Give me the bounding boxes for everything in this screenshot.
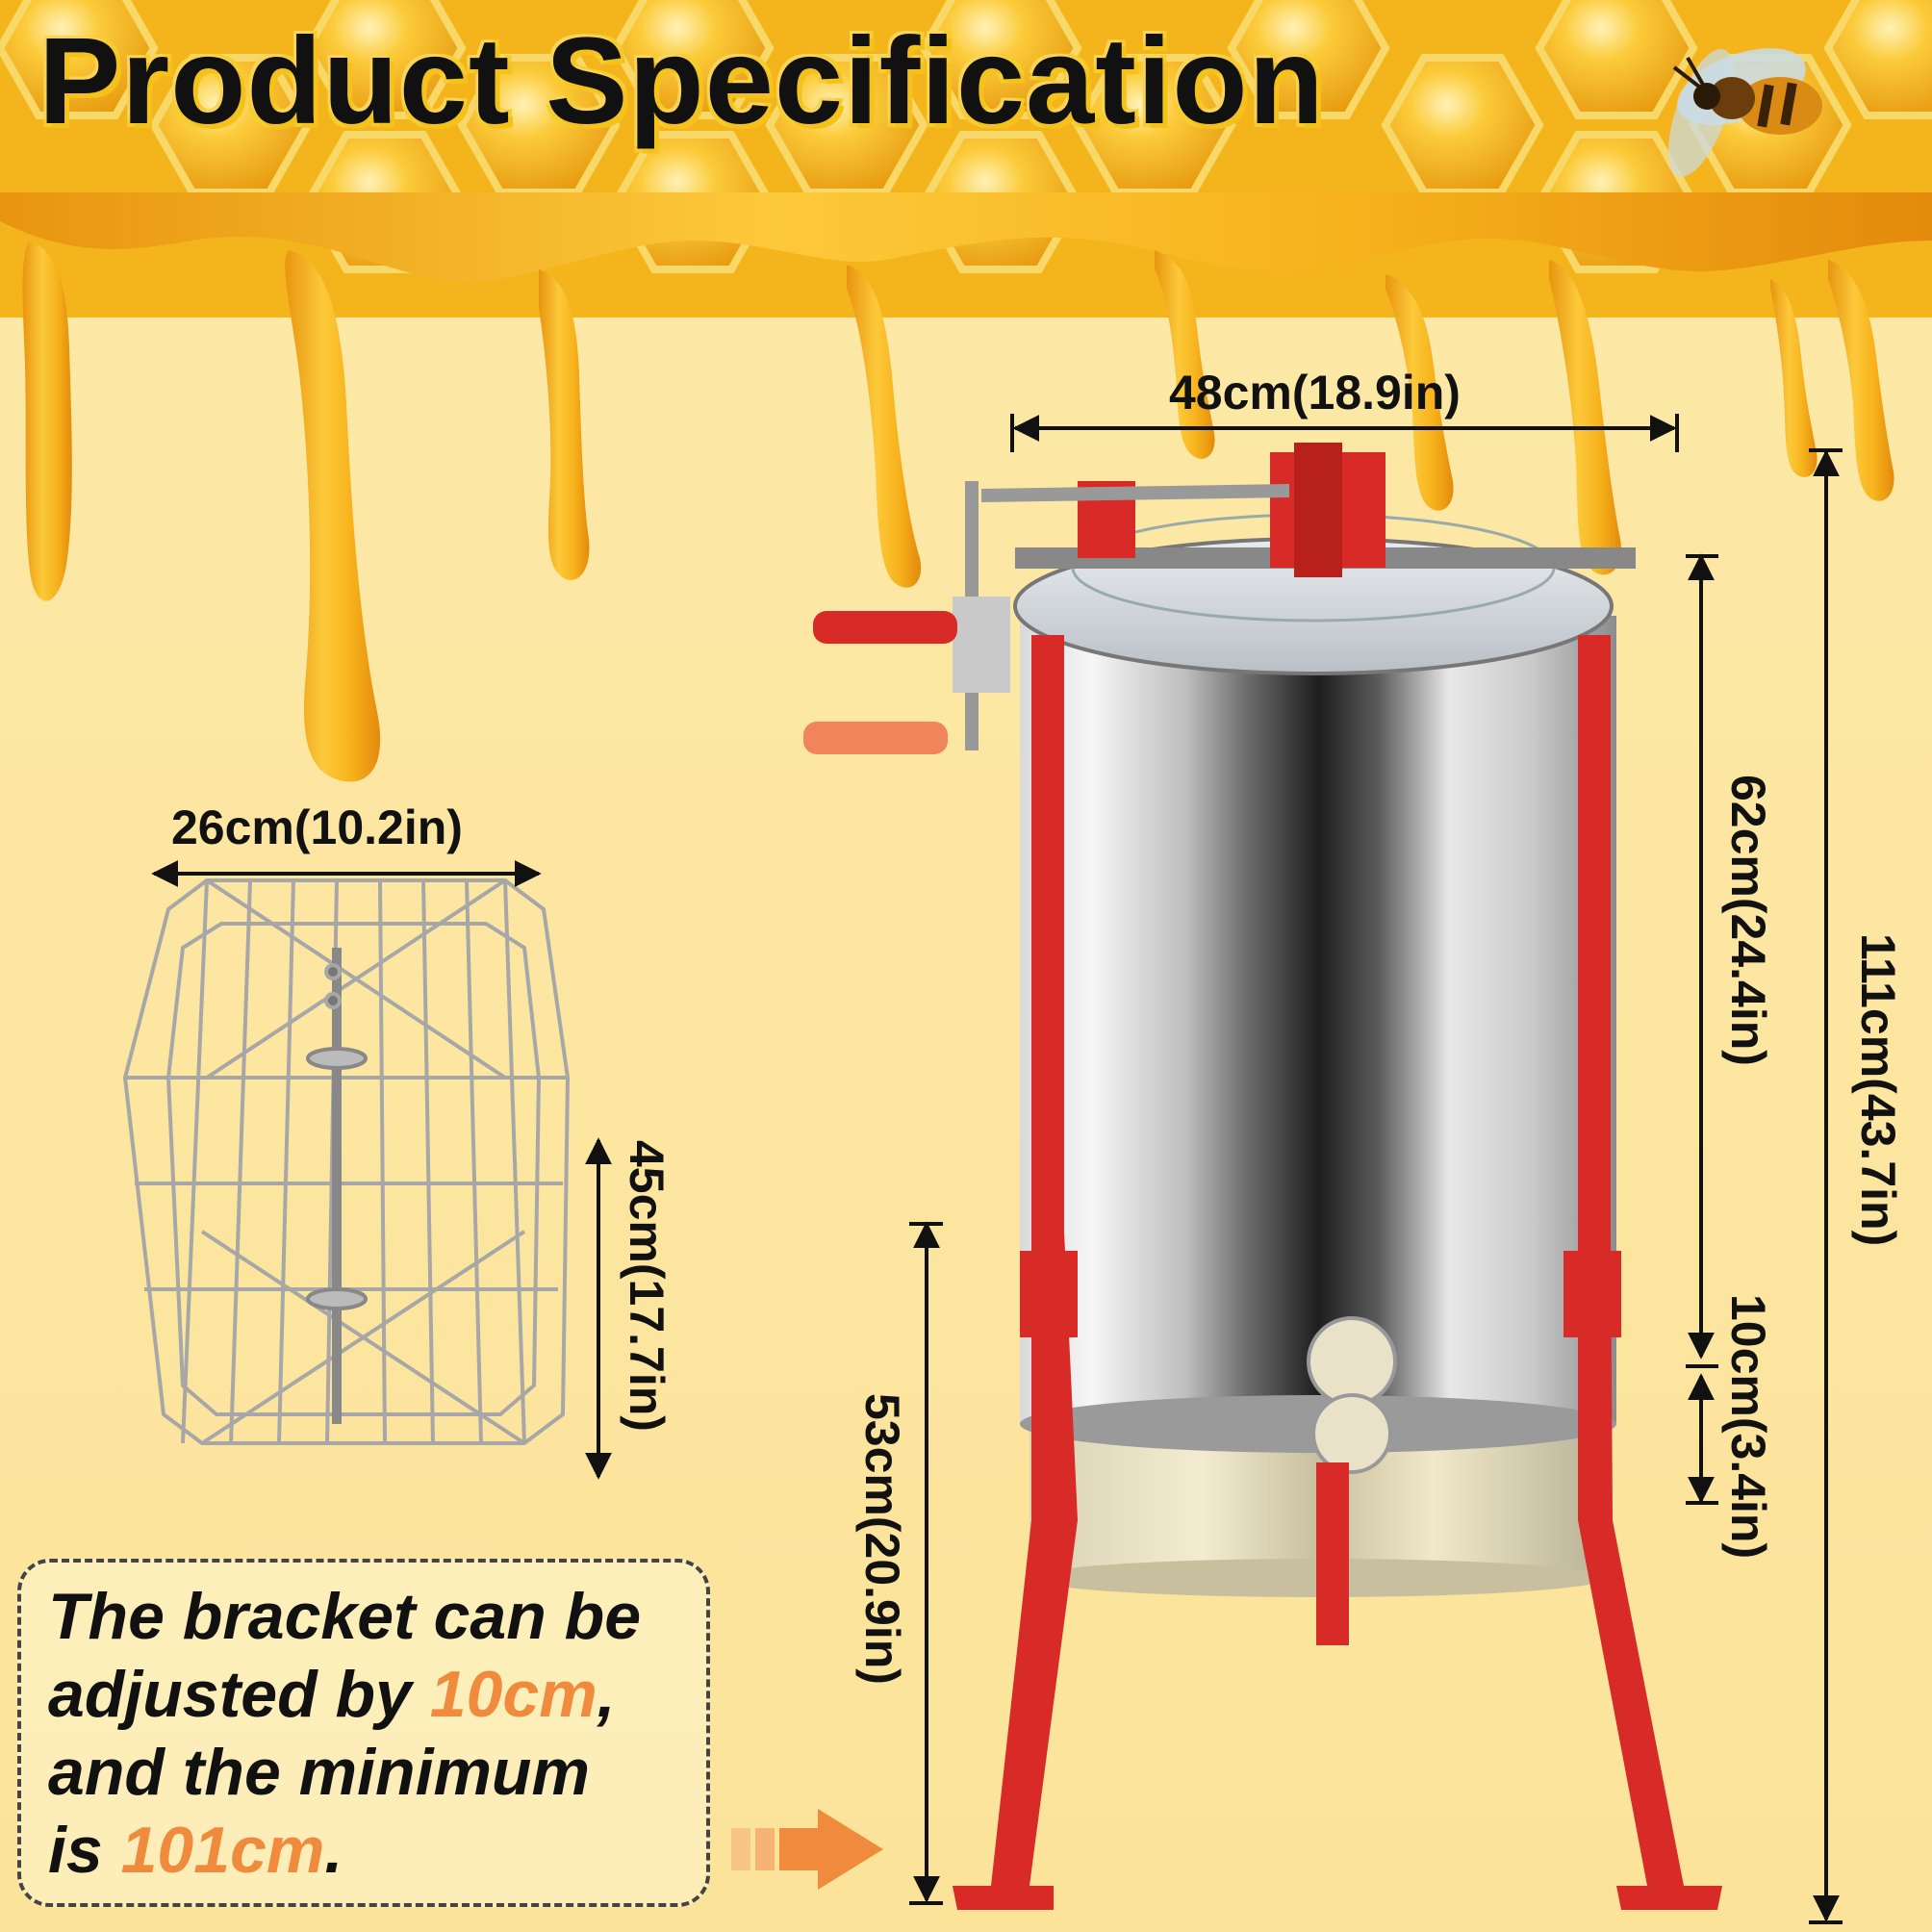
adjust-range-label: 10cm(3.4in) [1721, 1294, 1775, 1560]
note-highlight-minimum: 101cm [120, 1814, 325, 1887]
top-width-label: 48cm(18.9in) [1169, 366, 1461, 419]
note-line-2: adjusted by 10cm, [48, 1658, 616, 1731]
note-line-3: and the minimum [48, 1736, 590, 1809]
bee-icon [1667, 48, 1822, 177]
drum-height-label: 62cm(24.4in) [1721, 775, 1775, 1066]
note-box [17, 1559, 710, 1907]
pointer-arrow-icon [731, 1809, 883, 1890]
basket-width-label: 26cm(10.2in) [171, 801, 463, 854]
basket-height-label: 45cm(17.7in) [620, 1140, 674, 1432]
total-height-label: 111cm(43.7in) [1851, 933, 1905, 1247]
dimension-lines [151, 414, 1843, 1924]
note-highlight-adjust: 10cm [429, 1658, 597, 1731]
page-title: Product Specification [38, 13, 1325, 150]
bracket-note: The bracket can be adjusted by 10cm, and… [48, 1578, 722, 1890]
honey-extractor [803, 443, 1722, 1910]
leg-height-label: 53cm(20.9in) [855, 1393, 909, 1685]
note-line-4: is 101cm. [48, 1814, 343, 1887]
note-line-1: The bracket can be [48, 1580, 642, 1653]
